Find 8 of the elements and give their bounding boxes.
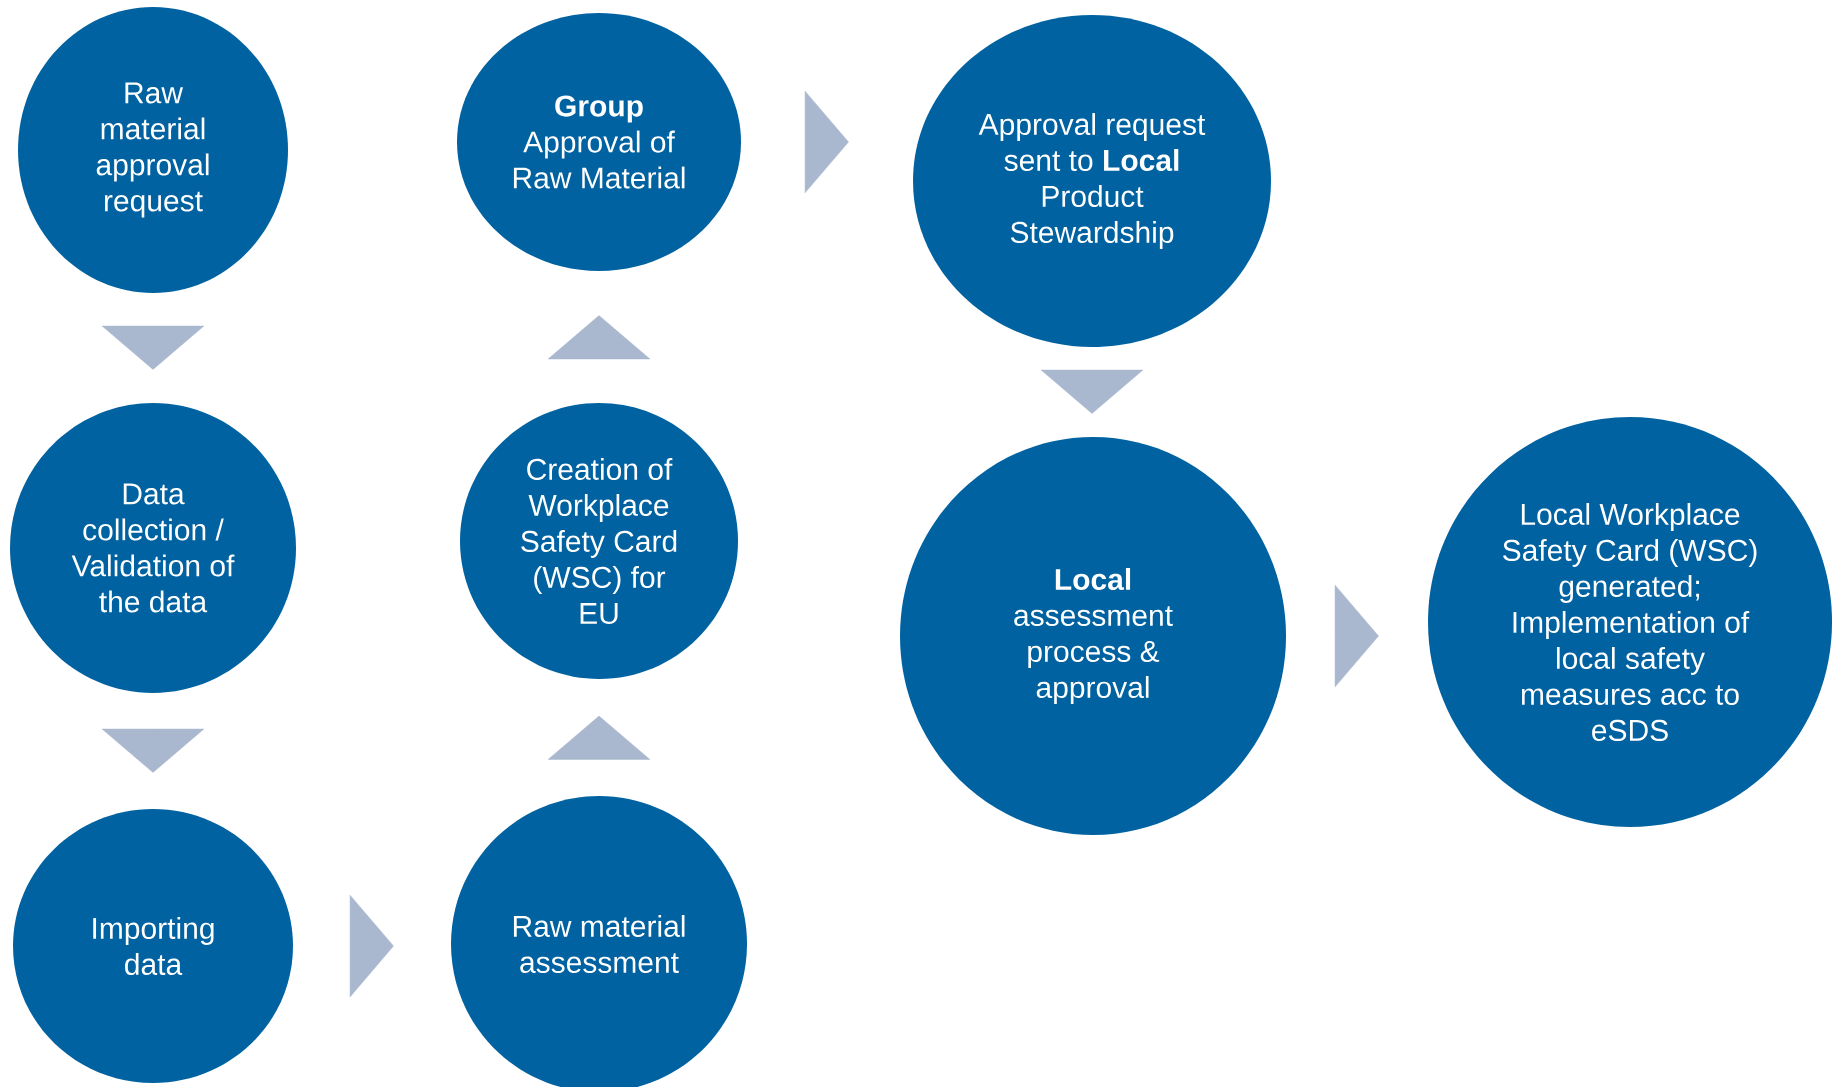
chevron-arrow: [804, 90, 849, 194]
chevron-arrow: [1334, 584, 1379, 688]
chevron-arrow: [547, 315, 651, 360]
chevron-arrow: [547, 715, 651, 760]
chevron-arrow: [349, 894, 394, 998]
chevron-arrow: [101, 728, 205, 773]
chevron-arrow: [101, 325, 205, 370]
chevron-arrow: [1040, 369, 1144, 414]
